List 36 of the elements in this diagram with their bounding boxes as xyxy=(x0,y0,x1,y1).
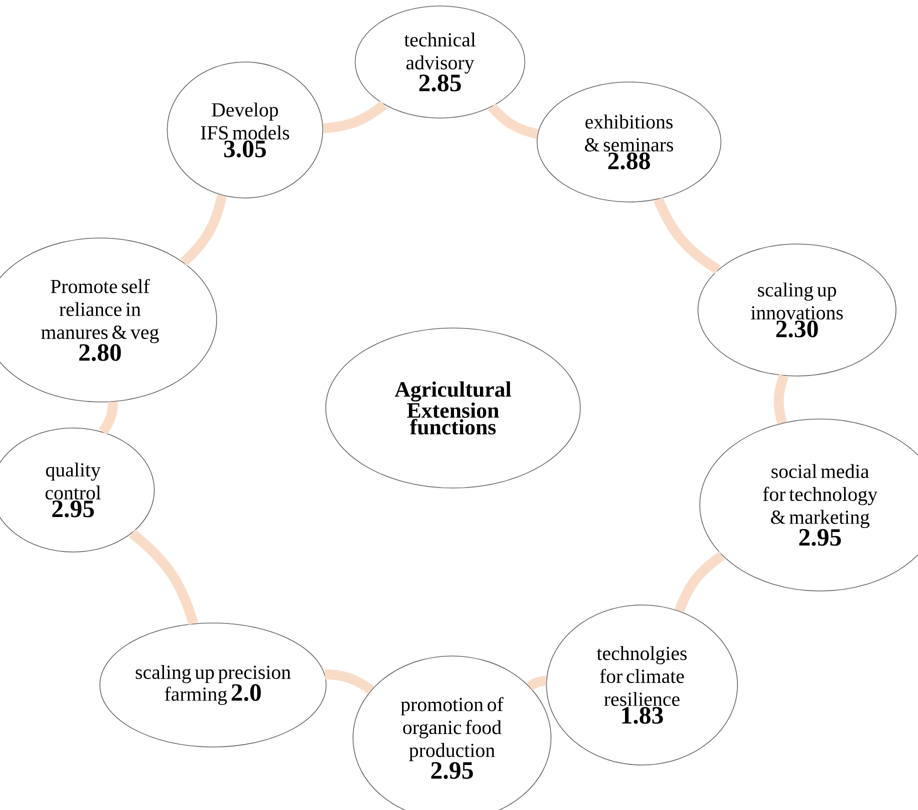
node-text: exhibitions & seminars xyxy=(584,114,674,152)
node-text: Develop IFS models xyxy=(200,102,290,140)
score: 2.80 xyxy=(79,344,121,362)
node-text: quality control xyxy=(46,462,101,500)
score: 2.30 xyxy=(776,320,818,338)
ring-segment xyxy=(180,194,227,266)
ring-segment xyxy=(322,100,388,134)
ring-segment xyxy=(526,676,546,691)
ring-segment xyxy=(98,402,118,435)
node-title: Agricultural Extension functions xyxy=(394,381,512,435)
ring-segment xyxy=(324,669,374,694)
ring-segment xyxy=(488,103,539,139)
score: 2.95 xyxy=(52,500,94,518)
score: 1.83 xyxy=(622,706,663,724)
ellipse-node xyxy=(325,328,581,488)
score: 3.05 xyxy=(224,140,266,158)
score: 2.88 xyxy=(608,152,650,170)
ring-segment xyxy=(654,197,721,274)
node-text: social media for technology & marketing xyxy=(763,464,878,528)
ellipse-node xyxy=(536,82,722,202)
node-text: Promote self reliance in manures & veg xyxy=(41,278,159,344)
ring-segment xyxy=(128,529,198,625)
score: 2.95 xyxy=(799,529,841,546)
score: 2.95 xyxy=(431,762,473,779)
score: 2.85 xyxy=(419,74,461,92)
node-text: promotion of organic food production xyxy=(400,697,504,762)
node-text: scaling up innovations xyxy=(750,282,843,320)
node-text: technical advisory xyxy=(404,32,476,74)
ellipse-node xyxy=(546,604,738,766)
node-text: technolgies for climate resilience xyxy=(596,646,687,706)
ellipse-node xyxy=(99,622,327,748)
ellipse-node xyxy=(354,6,526,118)
ellipse-node xyxy=(166,62,324,198)
ring-segment xyxy=(774,374,789,424)
ellipse-node xyxy=(698,244,896,376)
ring-segment xyxy=(674,551,726,613)
